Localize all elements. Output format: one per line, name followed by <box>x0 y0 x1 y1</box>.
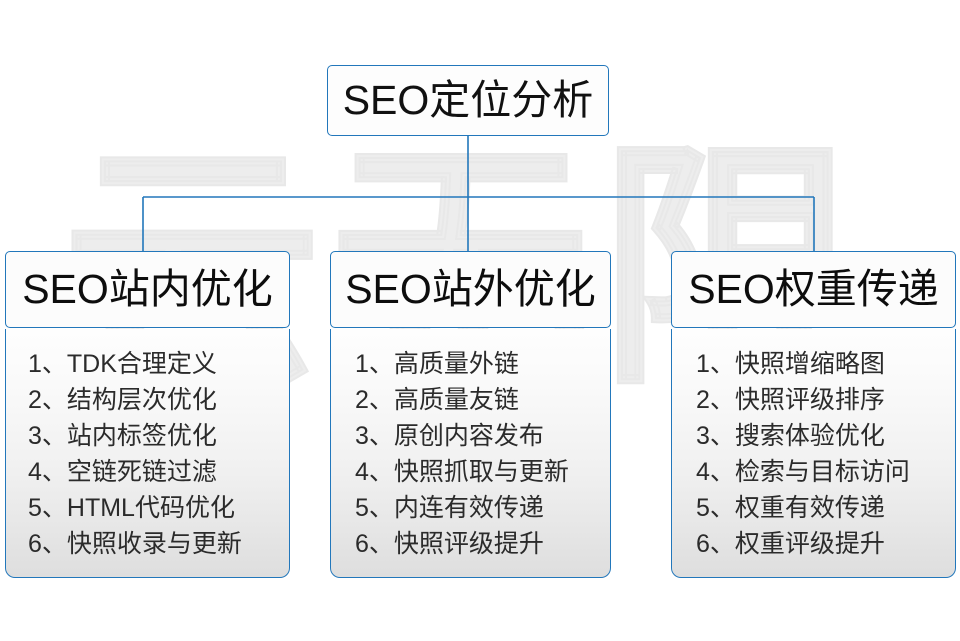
list-item-index: 1、 <box>28 350 67 378</box>
list-item-index: 4、 <box>355 458 394 486</box>
list-item-text: 检索与目标访问 <box>734 458 910 486</box>
list-item-index: 6、 <box>28 530 67 558</box>
list-item-text: 快照抓取与更新 <box>393 458 569 486</box>
column-title-1: SEO站外优化 <box>345 266 596 312</box>
column-body-0: 1、TDK合理定义 2、结构层次优化 3、站内标签优化 4、空链死链过滤 5、H… <box>5 329 290 578</box>
column-body-2: 1、快照增缩略图 2、快照评级排序 3、搜索体验优化 4、检索与目标访问 5、权… <box>671 329 956 578</box>
list-item-text: 内连有效传递 <box>393 494 544 522</box>
list-item-index: 4、 <box>696 458 735 486</box>
list-item[interactable]: 5、内连有效传递 <box>331 490 610 526</box>
list-item[interactable]: 2、结构层次优化 <box>6 382 289 418</box>
column-list-1: 1、高质量外链 2、高质量友链 3、原创内容发布 4、快照抓取与更新 5、内连有… <box>331 346 610 562</box>
list-item[interactable]: 1、TDK合理定义 <box>6 346 289 382</box>
column-header-0[interactable]: SEO站内优化 <box>5 251 290 328</box>
list-item[interactable]: 4、快照抓取与更新 <box>331 454 610 490</box>
list-item-text: 搜索体验优化 <box>734 422 885 450</box>
list-item-index: 2、 <box>355 386 394 414</box>
list-item-text: 原创内容发布 <box>393 422 544 450</box>
list-item-index: 5、 <box>28 494 67 522</box>
list-item-text: 权重评级提升 <box>734 530 885 558</box>
list-item[interactable]: 5、权重有效传递 <box>672 490 955 526</box>
list-item-text: 快照评级排序 <box>734 386 885 414</box>
list-item-index: 5、 <box>696 494 735 522</box>
list-item-text: TDK合理定义 <box>66 350 217 378</box>
column-header-1[interactable]: SEO站外优化 <box>330 251 611 328</box>
list-item-text: HTML代码优化 <box>66 494 235 522</box>
root-node[interactable]: SEO定位分析 <box>327 65 609 136</box>
column-list-0: 1、TDK合理定义 2、结构层次优化 3、站内标签优化 4、空链死链过滤 5、H… <box>6 346 289 562</box>
list-item[interactable]: 6、权重评级提升 <box>672 526 955 562</box>
column-seo-weight: SEO权重传递 1、快照增缩略图 2、快照评级排序 3、搜索体验优化 4、检索与… <box>671 251 956 578</box>
list-item-index: 3、 <box>355 422 394 450</box>
list-item-index: 2、 <box>28 386 67 414</box>
column-seo-onsite: SEO站内优化 1、TDK合理定义 2、结构层次优化 3、站内标签优化 4、空链… <box>5 251 290 578</box>
column-seo-offsite: SEO站外优化 1、高质量外链 2、高质量友链 3、原创内容发布 4、快照抓取与… <box>330 251 611 578</box>
list-item[interactable]: 6、快照评级提升 <box>331 526 610 562</box>
list-item-text: 空链死链过滤 <box>66 458 217 486</box>
list-item[interactable]: 2、高质量友链 <box>331 382 610 418</box>
list-item-text: 快照收录与更新 <box>66 530 242 558</box>
list-item-index: 2、 <box>696 386 735 414</box>
list-item-text: 权重有效传递 <box>734 494 885 522</box>
root-node-label: SEO定位分析 <box>342 77 594 123</box>
list-item-index: 4、 <box>28 458 67 486</box>
list-item-index: 3、 <box>28 422 67 450</box>
list-item-text: 高质量友链 <box>393 386 519 414</box>
list-item[interactable]: 4、检索与目标访问 <box>672 454 955 490</box>
list-item-index: 3、 <box>696 422 735 450</box>
list-item[interactable]: 2、快照评级排序 <box>672 382 955 418</box>
list-item-text: 站内标签优化 <box>66 422 217 450</box>
list-item[interactable]: 1、快照增缩略图 <box>672 346 955 382</box>
list-item[interactable]: 3、原创内容发布 <box>331 418 610 454</box>
list-item-text: 快照增缩略图 <box>734 350 885 378</box>
list-item[interactable]: 1、高质量外链 <box>331 346 610 382</box>
list-item-index: 5、 <box>355 494 394 522</box>
list-item-index: 1、 <box>355 350 394 378</box>
list-item-text: 高质量外链 <box>393 350 519 378</box>
column-header-2[interactable]: SEO权重传递 <box>671 251 956 328</box>
list-item[interactable]: 5、HTML代码优化 <box>6 490 289 526</box>
list-item-index: 1、 <box>696 350 735 378</box>
list-item-index: 6、 <box>696 530 735 558</box>
list-item[interactable]: 6、快照收录与更新 <box>6 526 289 562</box>
list-item[interactable]: 3、站内标签优化 <box>6 418 289 454</box>
list-item-text: 结构层次优化 <box>66 386 217 414</box>
column-title-0: SEO站内优化 <box>22 266 273 312</box>
column-list-2: 1、快照增缩略图 2、快照评级排序 3、搜索体验优化 4、检索与目标访问 5、权… <box>672 346 955 562</box>
column-body-1: 1、高质量外链 2、高质量友链 3、原创内容发布 4、快照抓取与更新 5、内连有… <box>330 329 611 578</box>
list-item-text: 快照评级提升 <box>393 530 544 558</box>
list-item[interactable]: 4、空链死链过滤 <box>6 454 289 490</box>
list-item-index: 6、 <box>355 530 394 558</box>
column-title-2: SEO权重传递 <box>688 266 939 312</box>
list-item[interactable]: 3、搜索体验优化 <box>672 418 955 454</box>
